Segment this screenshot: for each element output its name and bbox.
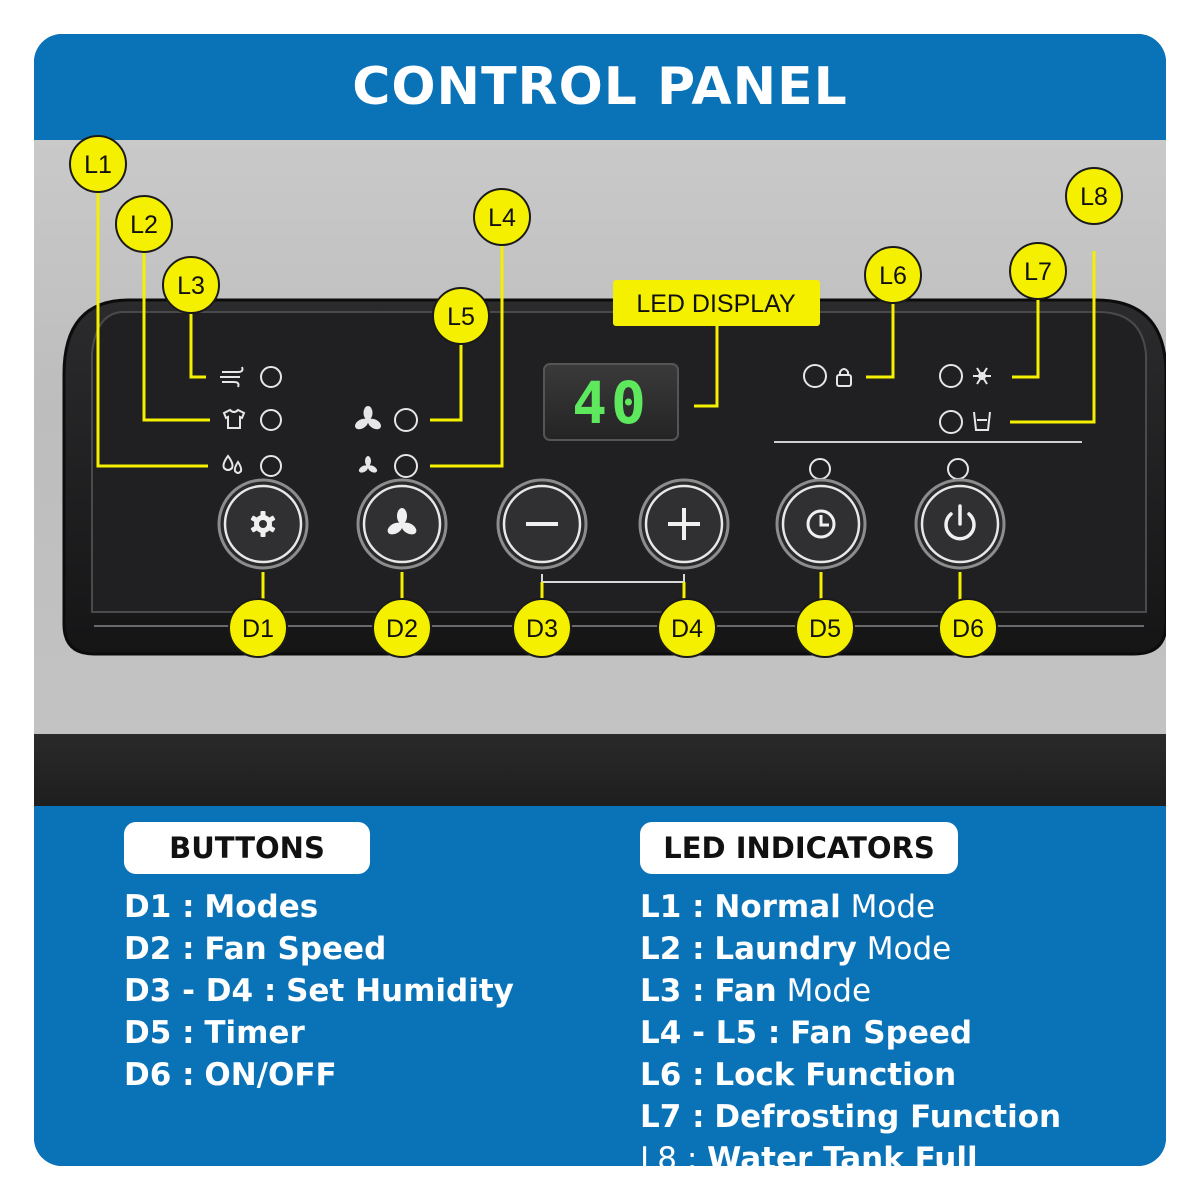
svg-text:D4: D4 <box>671 615 703 643</box>
callout-D3: D3 <box>512 598 572 658</box>
led-indicator-L6 <box>803 364 827 388</box>
legend-section: BUTTONS LED INDICATORS D1 : Modes D2 : F… <box>34 806 1166 1166</box>
svg-text:L1: L1 <box>84 151 112 179</box>
fan-wind-icon <box>220 366 244 388</box>
svg-text:L2: L2 <box>130 211 158 239</box>
lock-icon <box>836 368 852 387</box>
list-item: L4 - L5 : Fan Speed <box>640 1015 973 1051</box>
led-L3-row <box>220 366 282 388</box>
control-panel-diagram: 40 <box>62 135 1166 658</box>
led-L2-row <box>222 408 282 431</box>
callout-D2: D2 <box>372 598 432 658</box>
fan-icon <box>387 508 417 535</box>
gear-icon <box>250 511 276 537</box>
svg-text:L3: L3 <box>177 272 205 300</box>
led-indicators-list: L1 : Normal Mode L2 : Laundry Mode L3 : … <box>640 886 1061 1166</box>
svg-text:LED DISPLAY: LED DISPLAY <box>636 290 796 318</box>
led-indicator-L8 <box>939 410 963 434</box>
list-item: L2 : Laundry Mode <box>640 931 952 967</box>
callout-L7: L7 <box>1009 242 1067 300</box>
buttons-heading: BUTTONS <box>124 822 370 874</box>
callout-L5: L5 <box>432 287 490 345</box>
callout-L2: L2 <box>115 195 173 253</box>
power-icon <box>944 504 976 541</box>
led-display-label: LED DISPLAY <box>613 280 820 326</box>
led-indicator-L5 <box>394 408 418 432</box>
list-item: L8 : Water Tank Full <box>640 1141 978 1166</box>
svg-text:L4: L4 <box>488 204 516 232</box>
led-L8-row <box>939 410 991 434</box>
svg-text:L8: L8 <box>1080 183 1108 211</box>
large-fan-icon <box>355 406 381 430</box>
led-indicator-L4 <box>394 454 418 478</box>
led-indicator-L2 <box>260 409 282 431</box>
callouts: L1 L2 L3 L4 L5 L6 L7 L8 D1 D2 D3 D4 D5 D… <box>69 135 1123 658</box>
timer-clock-icon <box>806 509 836 539</box>
callout-L6: L6 <box>864 246 922 304</box>
led-indicator-L3 <box>260 366 282 388</box>
callout-D4: D4 <box>657 598 717 658</box>
list-item: D1 : Modes <box>124 889 319 925</box>
led-indicator-L1 <box>260 455 282 477</box>
led-indicators-heading: LED INDICATORS <box>640 822 958 874</box>
callout-L1: L1 <box>69 135 127 193</box>
svg-text:D1: D1 <box>242 615 274 643</box>
buttons-list: D1 : Modes D2 : Fan Speed D3 - D4 : Set … <box>124 886 514 1096</box>
list-item: L7 : Defrosting Function <box>640 1099 1062 1135</box>
control-panel <box>62 298 1166 656</box>
list-item: L1 : Normal Mode <box>640 889 936 925</box>
button-D2-fan-speed[interactable] <box>356 478 448 570</box>
list-item: D5 : Timer <box>124 1015 305 1051</box>
callout-L4: L4 <box>473 188 531 246</box>
list-item: L3 : Fan Mode <box>640 973 872 1009</box>
list-item: D6 : ON/OFF <box>124 1057 337 1093</box>
list-item: D2 : Fan Speed <box>124 931 387 967</box>
plus-icon <box>668 508 700 540</box>
led-L1-row <box>222 454 282 477</box>
list-item: D3 - D4 : Set Humidity <box>124 973 514 1009</box>
button-D4-plus[interactable] <box>638 478 730 570</box>
callout-L3: L3 <box>162 256 220 314</box>
list-item: L6 : Lock Function <box>640 1057 957 1093</box>
led-L4-row <box>358 454 418 478</box>
shirt-icon <box>222 408 246 429</box>
callout-D6: D6 <box>938 598 998 658</box>
header-bar: CONTROL PANEL <box>34 34 1166 140</box>
button-D6-power[interactable] <box>914 478 1006 570</box>
svg-text:L5: L5 <box>447 303 475 331</box>
svg-text:D6: D6 <box>952 615 984 643</box>
small-fan-icon <box>358 456 378 473</box>
led-L5-row <box>355 406 418 432</box>
display-value: 40 <box>572 369 650 437</box>
device-body-dark-strip <box>34 734 1166 806</box>
callout-L8: L8 <box>1065 167 1123 225</box>
svg-text:D3: D3 <box>526 615 558 643</box>
infographic-frame: CONTROL PANEL 40 <box>34 34 1166 1166</box>
water-tank-icon <box>973 411 991 431</box>
page-title: CONTROL PANEL <box>352 57 848 117</box>
button-D3-minus[interactable] <box>496 478 588 570</box>
button-D1-modes[interactable] <box>217 478 309 570</box>
button-D5-timer[interactable] <box>775 478 867 570</box>
snowflake-icon <box>973 367 991 385</box>
humidity-bracket <box>541 574 685 583</box>
svg-text:L6: L6 <box>879 262 907 290</box>
led-indicator-L7 <box>939 364 963 388</box>
callout-D5: D5 <box>795 598 855 658</box>
svg-text:L7: L7 <box>1024 258 1052 286</box>
led-display: 40 <box>543 363 679 441</box>
led-L6-row <box>803 364 852 388</box>
svg-text:D5: D5 <box>809 615 841 643</box>
led-L7-row <box>939 364 991 388</box>
svg-text:D2: D2 <box>386 615 418 643</box>
callout-D1: D1 <box>228 598 288 658</box>
water-drops-icon <box>222 454 243 474</box>
